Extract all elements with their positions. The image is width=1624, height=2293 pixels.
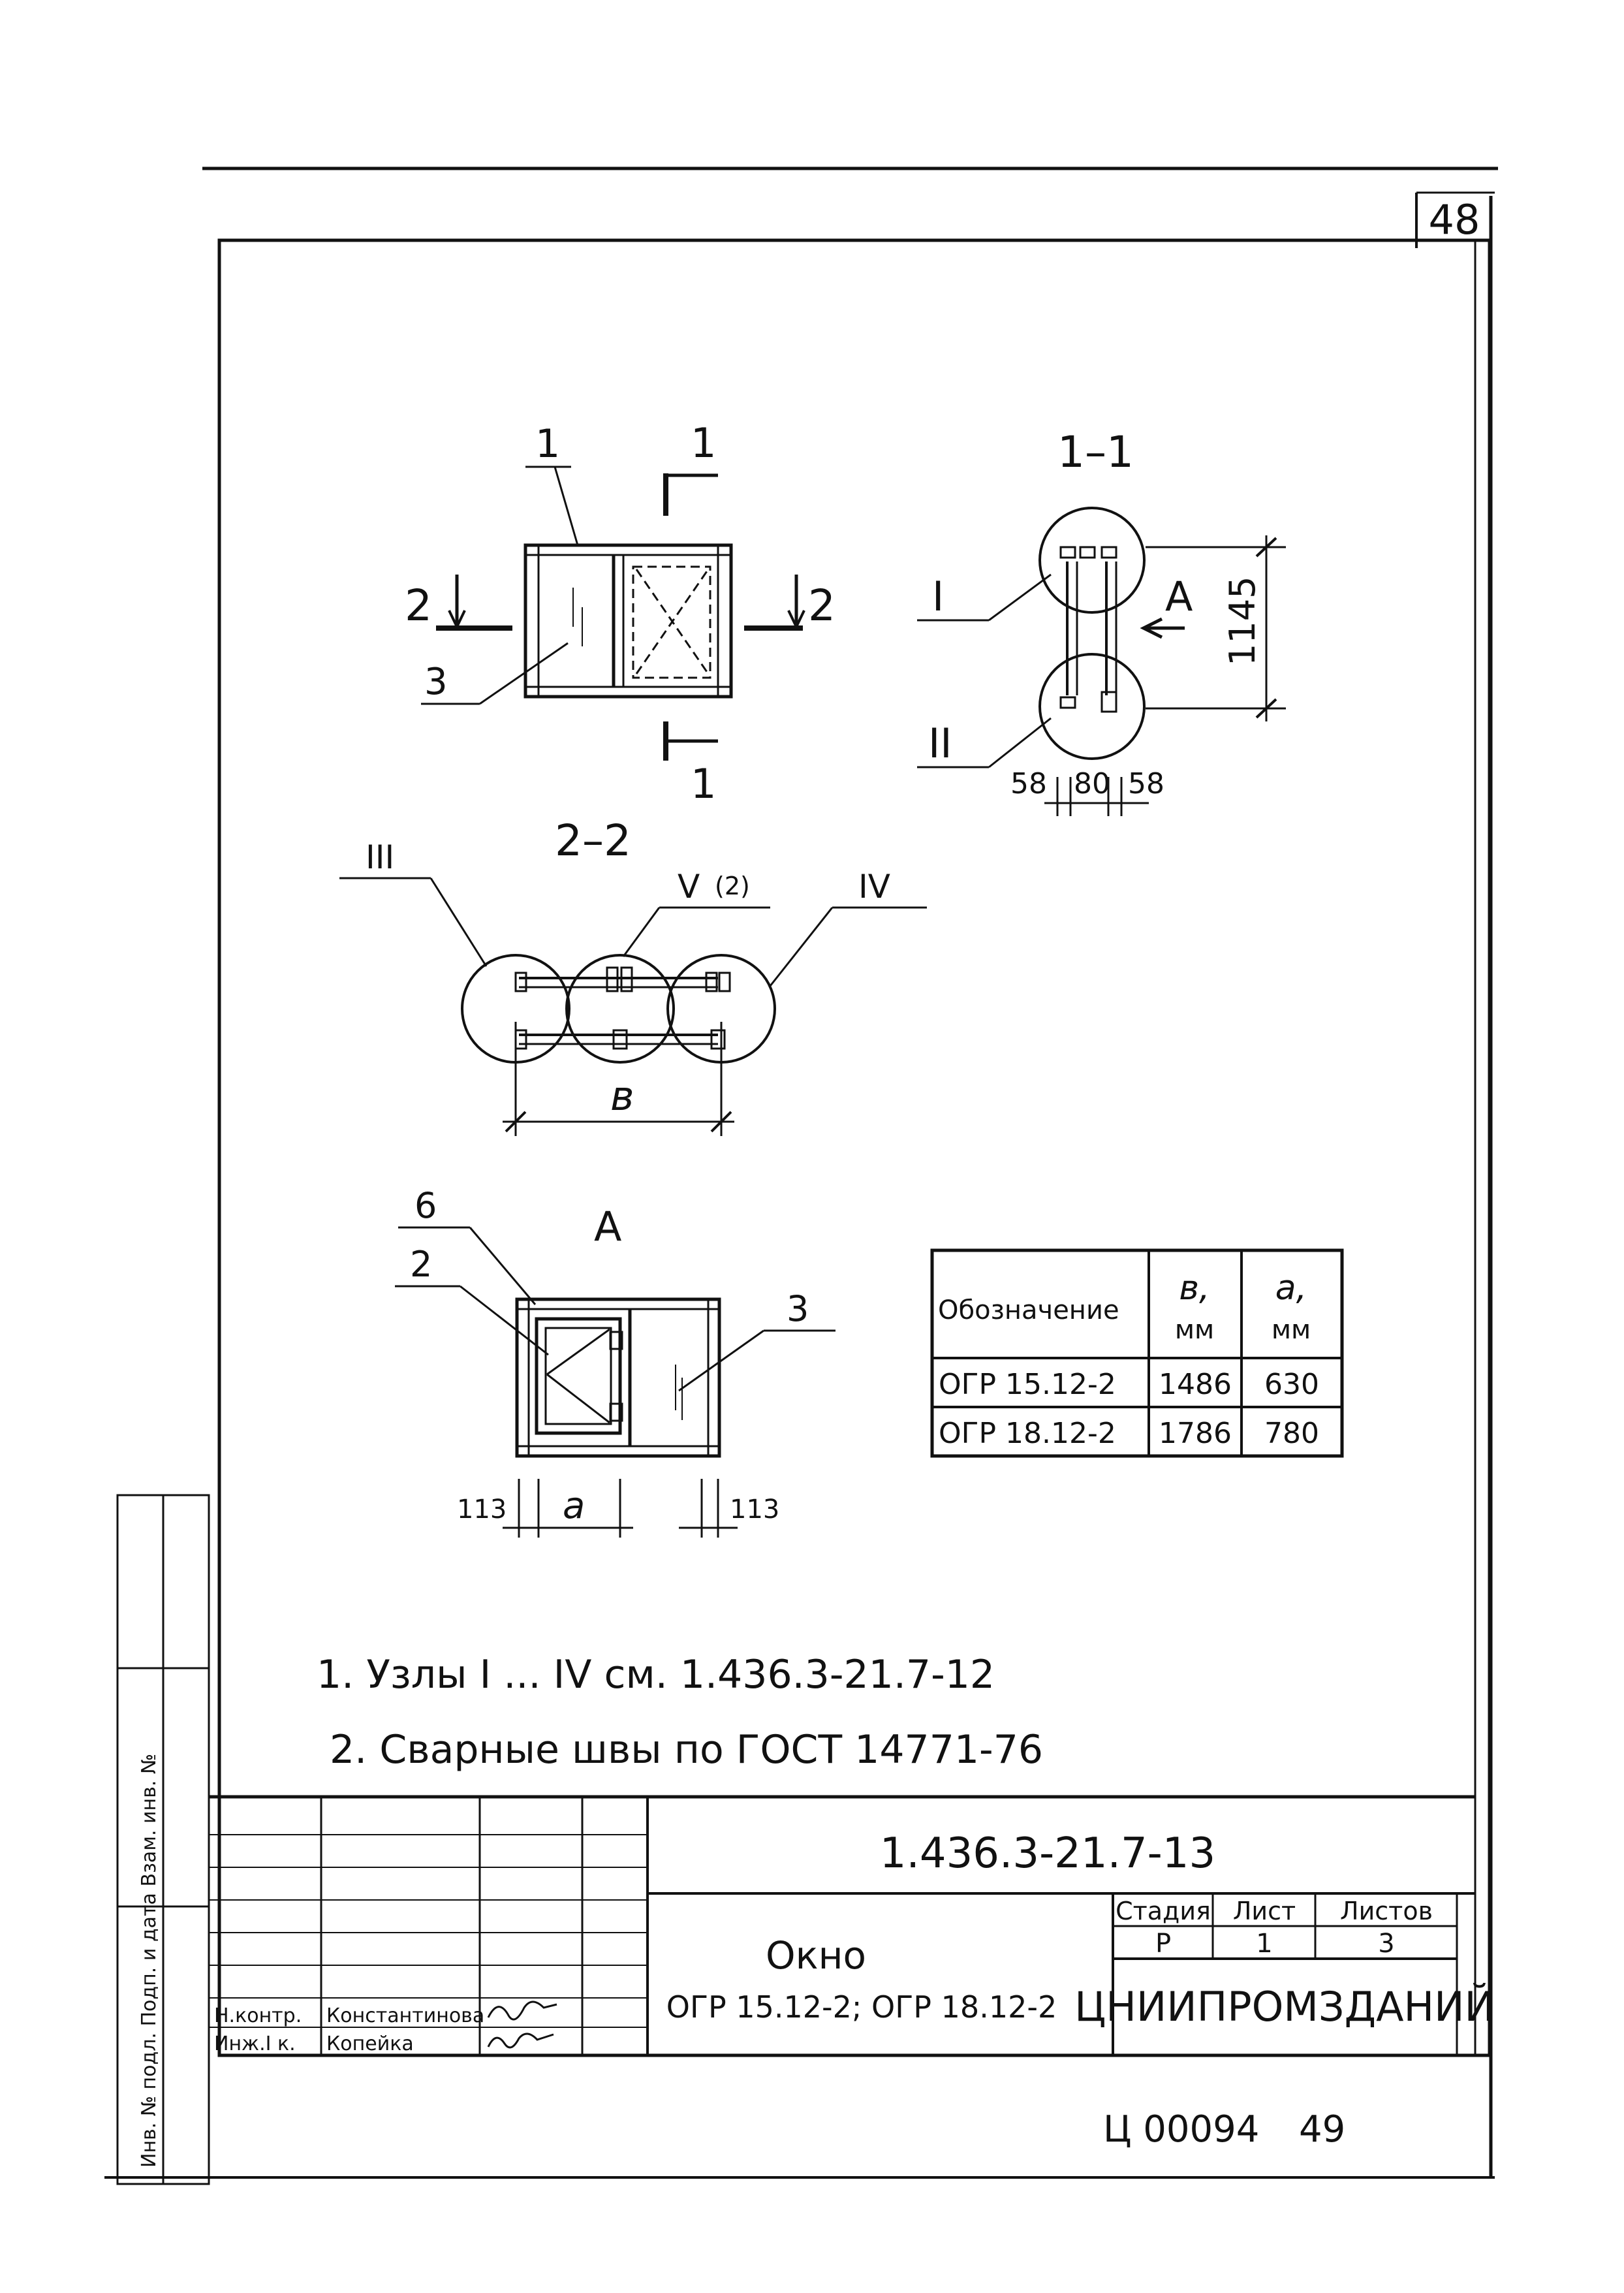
- side-stamp: Инв. № подл. Подп. и дата Взам. инв. №: [116, 1494, 210, 2185]
- view-a-dim-right: 113: [730, 1494, 779, 1525]
- table-header-b: в,: [1179, 1269, 1210, 1308]
- sheet-corner-box: 48: [1415, 191, 1495, 248]
- archive-code: Ц 00094: [1103, 2108, 1259, 2151]
- section-1-1: 1–1 A I II 1145 58 80: [917, 427, 1286, 816]
- sheet-value: 1: [1256, 1929, 1272, 1959]
- role-2-name: Копейка: [326, 2032, 414, 2055]
- node-IV-label: IV: [858, 868, 890, 906]
- sheet-label: Лист: [1233, 1897, 1296, 1925]
- stage-value: Р: [1155, 1929, 1171, 1959]
- node-V-label: V: [678, 868, 700, 906]
- spec-table: Обозначение в, мм a, мм ОГР 15.12-2 1486…: [930, 1248, 1344, 1458]
- table-header-b-unit: мм: [1175, 1315, 1214, 1345]
- sheet-corner-number: 48: [1429, 196, 1480, 244]
- table-row-1-designation: ОГР 15.12-2: [939, 1368, 1116, 1401]
- section-2-2-width-dim: в: [610, 1072, 634, 1120]
- table-row-1-a: 630: [1264, 1368, 1319, 1401]
- sheets-label: Листов: [1340, 1897, 1433, 1925]
- organization-name: ЦНИИПРОМЗДАНИЙ: [1074, 1983, 1495, 2031]
- cut-2-left-label: 2: [405, 580, 432, 631]
- section-1-1-arrow-label: A: [1165, 573, 1193, 620]
- item-name: Окно: [766, 1933, 866, 1978]
- node-V-count: (2): [715, 872, 750, 900]
- cut-1-bottom-label: 1: [691, 760, 716, 808]
- view-a-title: A: [594, 1203, 621, 1250]
- cut-2-right-label: 2: [808, 580, 835, 631]
- stage-label: Стадия: [1116, 1897, 1211, 1925]
- section-1-1-title: 1–1: [1057, 427, 1134, 477]
- side-stamp-text: Инв. № подл. Подп. и дата Взам. инв. №: [138, 1754, 161, 2168]
- section-1-1-dim-left: 58: [1010, 767, 1047, 800]
- front-leader-3: 3: [424, 661, 448, 703]
- table-row-2-designation: ОГР 18.12-2: [939, 1417, 1116, 1450]
- doc-code: 1.436.3-21.7-13: [880, 1829, 1215, 1878]
- section-1-1-dim-right: 58: [1128, 767, 1164, 800]
- view-a-leader-3: 3: [787, 1288, 809, 1329]
- view-a-leader-6: 6: [414, 1185, 437, 1226]
- role-1-name: Константинова: [326, 2004, 484, 2027]
- view-a: A 6 2 3 113 a 113: [395, 1185, 835, 1538]
- inner-frame: [217, 238, 1491, 2057]
- table-header-a: a,: [1275, 1269, 1307, 1308]
- signature-2: [487, 2032, 554, 2049]
- view-a-dim-a: a: [563, 1485, 585, 1527]
- section-2-2-title: 2–2: [555, 815, 631, 866]
- table-header-a-unit: мм: [1272, 1315, 1311, 1345]
- item-variants: ОГР 15.12-2; ОГР 18.12-2: [666, 1989, 1057, 2025]
- section-2-2: 2–2 III V (2) IV в: [339, 815, 927, 1136]
- section-1-1-height-dim: 1145: [1222, 577, 1263, 666]
- view-a-leader-2: 2: [410, 1244, 432, 1285]
- node-III-label: III: [366, 838, 394, 876]
- signature-1: [487, 2000, 557, 2021]
- node-I-label: I: [932, 573, 944, 620]
- role-2: Инж.I к.: [214, 2032, 296, 2055]
- table-row-1-b: 1486: [1159, 1368, 1232, 1401]
- table-header-designation: Обозначение: [938, 1295, 1119, 1325]
- section-1-1-dim-mid: 80: [1074, 767, 1110, 800]
- note-2: 2. Сварные швы по ГОСТ 14771-76: [330, 1727, 1043, 1773]
- page-number: 49: [1299, 2108, 1345, 2151]
- title-block: 1.436.3-21.7-13 Окно ОГР 15.12-2; ОГР 18…: [209, 1795, 1495, 2055]
- table-row-2-a: 780: [1264, 1417, 1319, 1450]
- front-view: 1 3 1 1 2 2: [405, 419, 835, 808]
- view-a-dim-left: 113: [457, 1494, 507, 1525]
- note-1: 1. Узлы I ... IV см. 1.436.3-21.7-12: [317, 1652, 995, 1698]
- node-II-label: II: [928, 720, 952, 767]
- cut-1-top-label: 1: [691, 419, 716, 467]
- role-1: Н.контр.: [214, 2004, 302, 2027]
- sheets-value: 3: [1378, 1929, 1394, 1959]
- table-row-2-b: 1786: [1159, 1417, 1232, 1450]
- front-leader-1: 1: [535, 421, 560, 467]
